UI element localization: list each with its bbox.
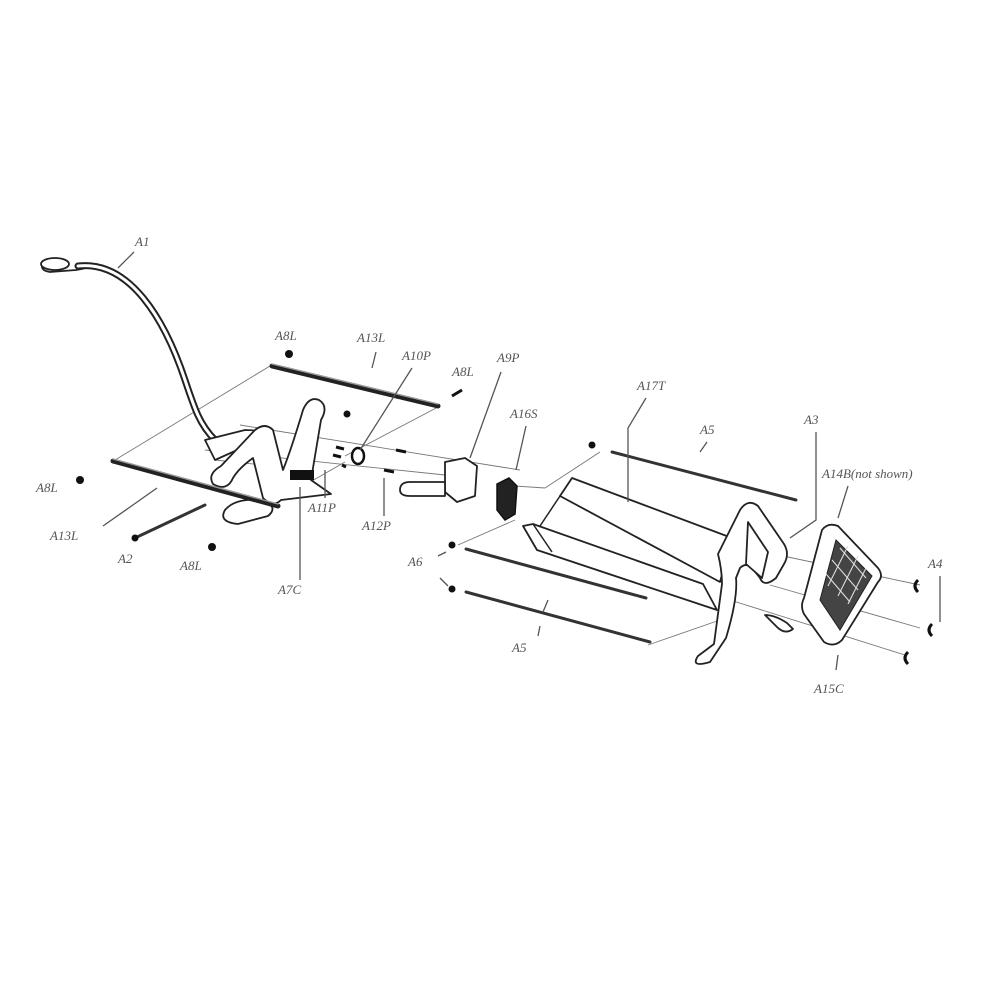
label-A17T: A17T xyxy=(636,378,666,393)
part-labels: A1 A8L A13L A10P A8L A9P A16S A17T A5 A3… xyxy=(35,234,943,696)
label-A6: A6 xyxy=(407,554,423,569)
front-frame-A3 xyxy=(694,501,794,665)
label-A8L-mid: A8L xyxy=(451,364,474,379)
label-A4: A4 xyxy=(927,556,943,571)
label-A3: A3 xyxy=(803,412,819,427)
label-A15C: A15C xyxy=(813,681,844,696)
label-A10P: A10P xyxy=(401,348,431,363)
label-A16S: A16S xyxy=(509,406,538,421)
label-A5-bottom: A5 xyxy=(511,640,527,655)
long-tie-rod-A13L-top xyxy=(269,363,441,409)
label-A1: A1 xyxy=(134,234,149,249)
screws-A8L xyxy=(76,350,463,551)
label-A7C: A7C xyxy=(277,582,301,597)
label-A13L-top: A13L xyxy=(356,330,385,345)
leader-lines xyxy=(102,251,941,671)
label-A8L-bottom: A8L xyxy=(179,558,202,573)
pivot-rod-A2 xyxy=(131,503,207,542)
label-A8L-top: A8L xyxy=(274,328,297,343)
rear-frame-bracket-A7C xyxy=(210,398,332,525)
pusher-holder-A9P xyxy=(399,457,478,503)
handle-lever-A1 xyxy=(40,257,262,461)
guide-rods-A5 xyxy=(448,441,798,644)
label-A8L-left: A8L xyxy=(35,480,58,495)
label-A2: A2 xyxy=(117,551,133,566)
trough-A17T xyxy=(522,477,733,611)
pins-A10P-A11P-A12P xyxy=(332,445,407,474)
label-A5-top: A5 xyxy=(699,422,715,437)
label-A12P: A12P xyxy=(361,518,391,533)
label-A9P: A9P xyxy=(496,350,519,365)
long-tie-rod-A13L-bottom xyxy=(110,458,281,509)
label-A13L-bottom: A13L xyxy=(49,528,78,543)
label-A14B: A14B(not shown) xyxy=(821,466,913,481)
blade-cartridge-A15C xyxy=(801,523,882,646)
blade-clips-A4 xyxy=(903,578,934,666)
pusher-block-A16S xyxy=(496,477,518,521)
label-A11P: A11P xyxy=(307,500,336,515)
